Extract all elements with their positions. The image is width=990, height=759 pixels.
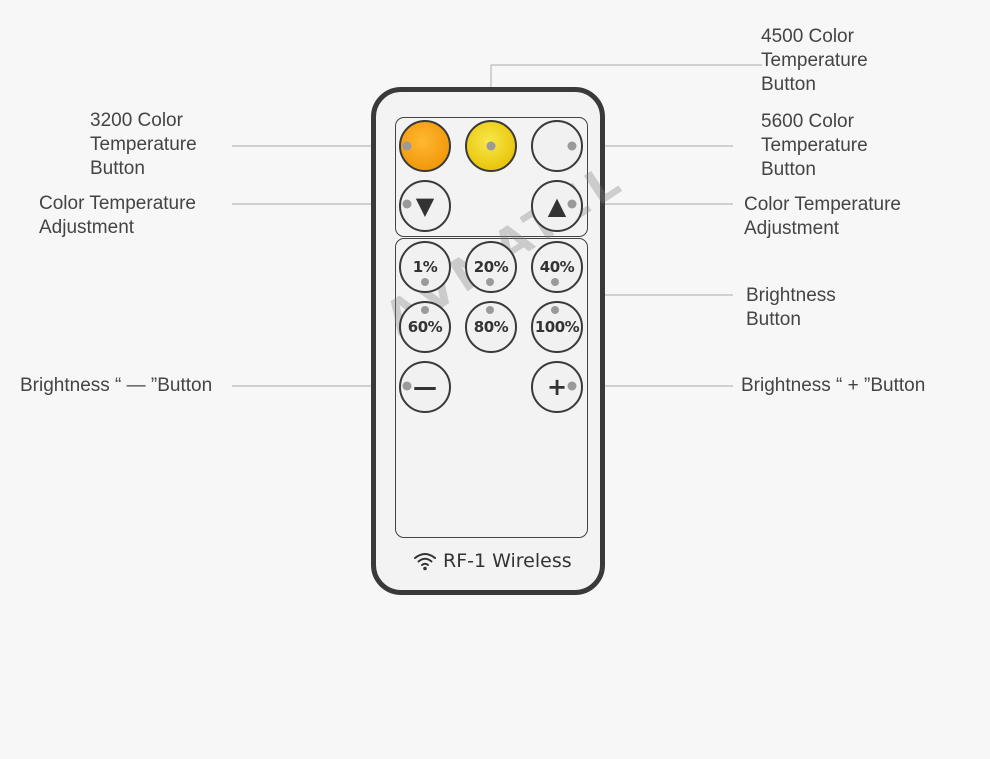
label-plus: Brightness “ + ”Button xyxy=(741,375,926,396)
brightness-label: 1% xyxy=(412,258,438,276)
dot-adjust-left xyxy=(402,199,412,209)
label-minus: Brightness “ — ”Button xyxy=(20,375,213,396)
minus-icon: — xyxy=(413,373,437,401)
dot-brightness-40 xyxy=(551,278,559,286)
label-5600: 5600 Color Temperature Button xyxy=(761,111,868,180)
brand-text: RF-1 Wireless xyxy=(443,550,572,572)
label-4500: 4500 Color Temperature Button xyxy=(761,26,868,95)
triangle-down-icon: ▼ xyxy=(415,192,435,220)
label-brightness: Brightness Button xyxy=(746,285,836,330)
dot-5600 xyxy=(567,141,577,151)
dot-plus xyxy=(567,381,577,391)
brightness-minus-button[interactable]: — xyxy=(399,361,451,413)
label-adjust-right: Color Temperature Adjustment xyxy=(744,194,902,239)
dot-brightness-20 xyxy=(486,278,494,286)
label-3200: 3200 Color Temperature Button xyxy=(90,110,197,179)
brightness-label: 80% xyxy=(473,318,509,336)
dot-brightness-100 xyxy=(551,306,559,314)
dot-3200 xyxy=(402,141,412,151)
brightness-40-button[interactable]: 40% xyxy=(531,241,583,293)
brightness-label: 20% xyxy=(473,258,509,276)
wifi-icon xyxy=(414,553,436,571)
brightness-label: 60% xyxy=(407,318,443,336)
triangle-up-icon: ▲ xyxy=(547,192,567,220)
dot-minus xyxy=(402,381,412,391)
label-adjust-left: Color Temperature Adjustment xyxy=(39,193,197,238)
dot-brightness-60 xyxy=(421,306,429,314)
color-temp-up-button[interactable]: ▲ xyxy=(531,180,583,232)
color-temp-down-button[interactable]: ▼ xyxy=(399,180,451,232)
dot-brightness-1 xyxy=(421,278,429,286)
brightness-label: 40% xyxy=(539,258,575,276)
remote-brand: RF-1 Wireless xyxy=(413,550,572,572)
brightness-label: 100% xyxy=(534,318,580,336)
dot-4500 xyxy=(486,141,496,151)
dot-brightness-80 xyxy=(486,306,494,314)
plus-icon: + xyxy=(546,373,568,401)
dot-adjust-right xyxy=(567,199,577,209)
